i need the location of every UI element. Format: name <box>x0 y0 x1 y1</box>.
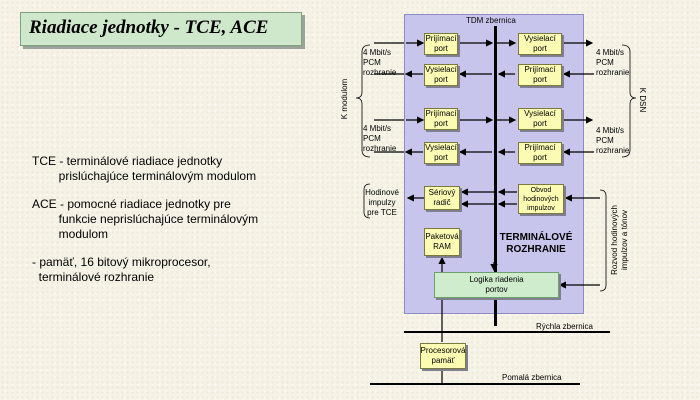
terminal-interface-label: TERMINÁLOVÉ ROZHRANIE <box>499 232 573 255</box>
memory-line-1: - pamäť, 16 bitový mikroprocesor, <box>32 255 211 269</box>
slow-bus-line <box>370 383 580 385</box>
right-bracket-dsn <box>621 44 637 158</box>
left-bracket-clock <box>363 183 371 219</box>
pcm-left-top-label: 4 Mbit/s PCM rozhranie <box>363 48 397 77</box>
memory-line-2: terminálové rozhranie <box>32 270 155 284</box>
left-bracket-modules <box>355 44 371 158</box>
tdm-bus-line <box>494 26 497 326</box>
k-modulom-label: K modulom <box>340 78 349 120</box>
clock-distribution-label: Rozvod hodinových impulzov a tónov <box>610 205 629 275</box>
k-dsn-label: K DSN <box>638 87 647 113</box>
fast-bus-label: Rýchla zbernica <box>536 322 593 331</box>
tce-line-1: TCE - terminálové riadiace jednotky <box>32 154 223 168</box>
fast-bus-line <box>404 331 610 333</box>
slide-title: Riadiace jednotky - TCE, ACE <box>29 17 269 38</box>
ace-line-2: funkcie neprislúchajúce terminálovým <box>32 212 259 226</box>
slow-bus-label: Pomalá zbernica <box>502 373 562 382</box>
ace-line-3: modulom <box>32 227 109 241</box>
title-box: Riadiace jednotky - TCE, ACE <box>20 12 302 46</box>
ace-line-1: ACE - pomocné riadiace jednotky pre <box>32 197 231 211</box>
pcm-right-top-label: 4 Mbit/s PCM rozhranie <box>596 48 630 77</box>
tce-line-2: prislúchajúce terminálovým modulom <box>32 169 257 183</box>
port-control-logic: Logika riadenia portov <box>434 272 559 298</box>
tdm-bus-label: TDM zbernica <box>466 16 516 25</box>
clock-pulses-label: Hodinové impulzy pre TCE <box>365 188 399 217</box>
pcm-right-bottom-label: 4 Mbit/s PCM rozhranie <box>596 126 630 155</box>
right-bracket-rozvod <box>599 189 607 292</box>
pcm-left-bottom-label: 4 Mbit/s PCM rozhranie <box>363 124 397 153</box>
